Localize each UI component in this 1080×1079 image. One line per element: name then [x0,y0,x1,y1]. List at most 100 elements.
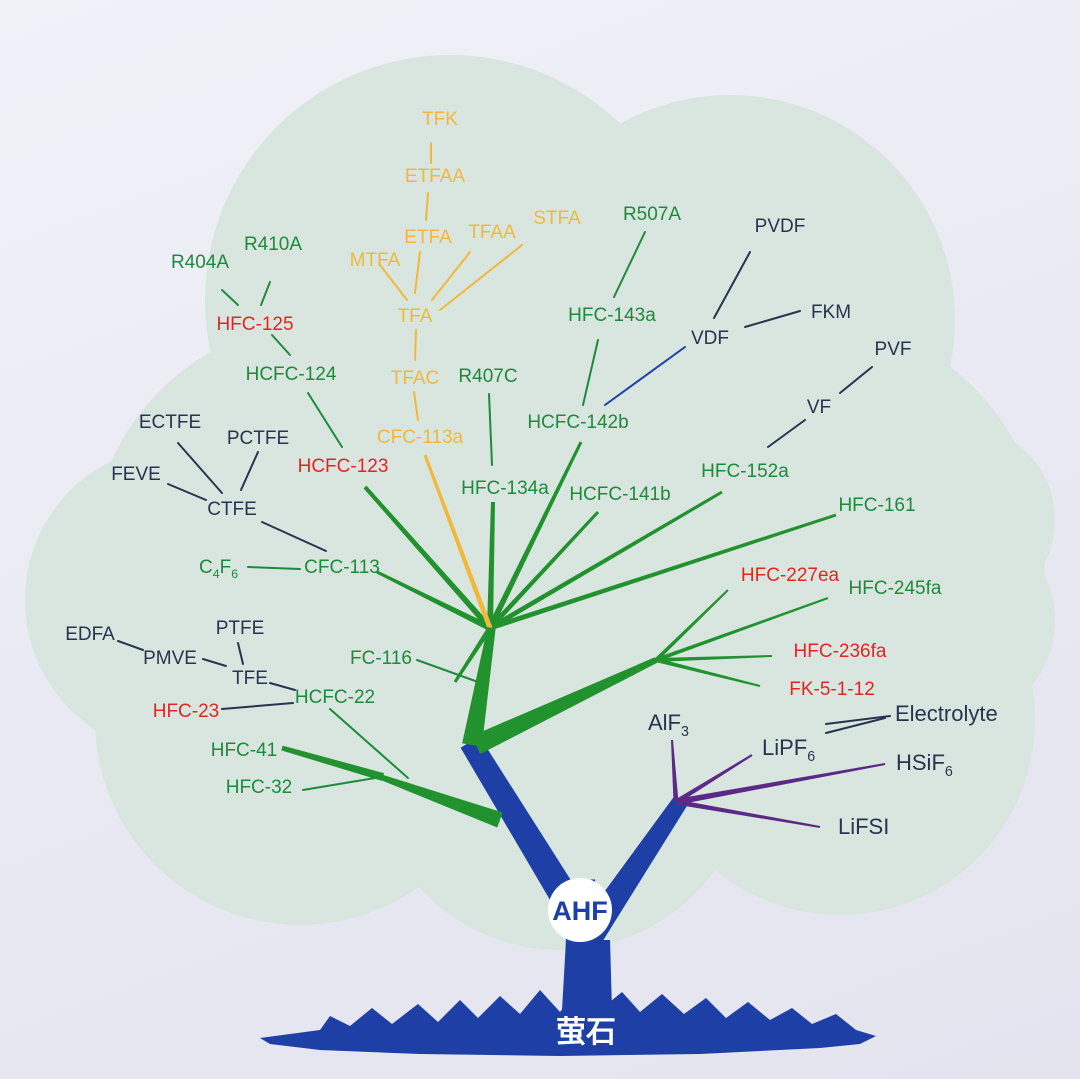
hcfc22-branch [374,772,503,828]
branch-hcfc141b [488,510,600,630]
label-text: FC-116 [350,648,412,669]
connector-line-7 [413,391,419,421]
branch-hcfc142b [487,441,583,630]
branch-hfc152a [488,490,723,631]
label-c4f6: C4F6 [199,557,238,581]
label-hfc-245fa: HFC-245fa [849,578,942,599]
label-text: LiFSI [838,814,889,839]
label-hfc-236fa: HFC-236fa [794,641,887,662]
branch-hfc161 [489,513,837,631]
label-text: HCFC-22 [295,687,375,708]
label-tfac: TFAC [391,368,440,389]
label-edfa: EDFA [65,624,115,645]
hfc41-branch [281,745,385,781]
label-cfc-113: CFC-113 [304,557,380,578]
label-etfa: ETFA [404,227,452,248]
label-cfc-113a: CFC-113a [377,427,464,448]
branch-alf3 [671,739,679,803]
ahf-label: AHF [552,896,608,926]
label-text: HCFC-123 [298,456,389,477]
connector-line-28 [269,682,296,691]
connector-line-24 [247,566,301,570]
label-text: HFC-23 [153,701,220,722]
label-r404a: R404A [171,252,229,273]
label-subscript: 4 [213,567,220,581]
label-subscript: 6 [807,749,815,765]
connector-line-18 [839,366,873,394]
label-hfc-152a: HFC-152a [701,461,789,482]
label-text: FKM [811,302,851,323]
label-text: EDFA [65,624,115,645]
connector-line-12 [488,393,493,466]
label-r507a: R507A [623,204,681,225]
connector-line-16 [744,310,801,328]
label-text: MTFA [350,250,401,271]
label-mtfa: MTFA [350,250,401,271]
label-text: HFC-152a [701,461,789,482]
label-text: ETFA [404,227,452,248]
label-vf: VF [807,397,831,418]
label-ectfe: ECTFE [139,412,201,433]
label-text: PVDF [755,216,806,237]
fluorite-label: 萤石 [556,1016,616,1049]
label-text: TFAC [391,368,440,389]
label-text: FEVE [111,464,161,485]
label-vdf: VDF [691,328,729,349]
branch-hfc227ea [654,589,729,662]
label-text: TFK [422,109,458,130]
label-text: TFE [232,668,268,689]
connector-line-33 [825,715,891,725]
label-hfc-143a: HFC-143a [568,305,656,326]
label-text: TFA [398,306,433,327]
connector-line-9 [260,281,271,306]
tree-trunk [562,940,612,1010]
connector-line-26 [202,658,227,667]
label-text: TFAA [468,222,516,243]
connector-line-17 [604,346,686,406]
label-text: R507A [623,204,681,225]
connector-line-27 [237,642,244,665]
connector-lines [117,142,891,791]
label-text: PCTFE [227,428,289,449]
label-pmve: PMVE [143,648,197,669]
label-r407c: R407C [458,366,517,387]
label-text: HFC-134a [461,478,549,499]
label-text: LiPF [762,735,807,760]
label-fc-116: FC-116 [350,648,412,669]
connector-line-4 [431,251,471,301]
label-hfc-23: HFC-23 [153,701,220,722]
label-text: CFC-113a [377,427,464,448]
label-hfc-125: HFC-125 [216,314,293,335]
label-text-mid: F [220,557,232,578]
label-text: HFC-227ea [741,565,840,586]
label-hcfc-141b: HCFC-141b [569,484,670,505]
label-fk-5-1-12: FK-5-1-12 [789,679,875,700]
label-pctfe: PCTFE [227,428,289,449]
label-hcfc-123: HCFC-123 [298,456,389,477]
label-tfk: TFK [422,109,458,130]
label-ctfe: CTFE [207,499,257,520]
connector-line-6 [414,329,417,361]
branch-lifsi [675,799,821,828]
tree-canopy [25,55,1055,950]
label-text: HFC-161 [838,495,915,516]
label-subscript: 6 [231,567,238,581]
label-text: STFA [533,208,581,229]
connector-line-29 [221,702,294,710]
label-stfa: STFA [533,208,581,229]
label-text: ETFAA [405,166,466,187]
label-etfaa: ETFAA [405,166,466,187]
label-text: HSiF [896,750,945,775]
branch-hfc134a [487,501,495,629]
label-tfaa: TFAA [468,222,516,243]
branch-hcfc123 [363,485,493,630]
label-alf3: AlF3 [648,710,689,740]
label-text: PMVE [143,648,197,669]
label-lipf6: LiPF6 [762,735,815,765]
connector-line-3 [379,264,408,301]
connector-line-23 [261,521,327,552]
label-text: PTFE [216,618,265,639]
label-hcfc-22: HCFC-22 [295,687,375,708]
canopy-blob-10 [25,445,335,755]
